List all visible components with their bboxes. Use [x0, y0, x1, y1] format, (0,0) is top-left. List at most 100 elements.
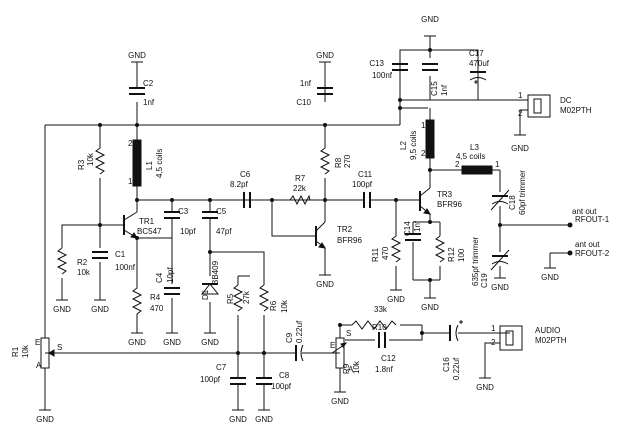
r1-pin-e: E — [35, 338, 40, 347]
resistor-r11: R11 470 — [371, 235, 402, 263]
potentiometer-r9[interactable]: E S A R9 10k — [330, 329, 361, 374]
r7-ref: R7 — [295, 174, 306, 183]
l2-core — [425, 119, 435, 159]
r11-value: 470 — [381, 246, 390, 260]
ground-label: GND — [476, 383, 494, 392]
wire-decoupling-top — [399, 50, 479, 58]
r8-ref: R8 — [334, 157, 343, 168]
dc-connector-socket — [533, 98, 542, 114]
ground-label: GND — [421, 15, 439, 24]
wire-tr2-base — [271, 200, 316, 237]
wire-c12 — [345, 325, 423, 341]
ground-symbol-r2: GND — [53, 299, 71, 314]
ground-label: GND — [91, 305, 109, 314]
capacitor-c12: C12 1.8nf — [375, 332, 396, 374]
r6-ref: R6 — [269, 300, 278, 311]
wire-r12-c14 — [412, 221, 441, 298]
c4-ref: C4 — [155, 272, 164, 283]
l3-core — [461, 165, 493, 175]
capacitor-c2: C2 1nf — [129, 79, 155, 107]
l1-pin-1: 1 — [128, 177, 133, 186]
ground-label: GND — [255, 415, 273, 424]
ground-label: GND — [163, 338, 181, 347]
l1-ref: L1 — [145, 161, 154, 170]
c17-value: 470uf — [469, 59, 490, 68]
resistor-r12: R12 100 — [434, 235, 466, 263]
resistor-r6: R6 10k — [258, 284, 289, 313]
antenna-output-1[interactable]: ant out RFOUT-1 — [567, 207, 610, 228]
capacitor-c11: C11 100pf — [352, 170, 376, 208]
c1-value: 100nf — [115, 263, 136, 272]
trimmer-c19[interactable]: C19 635pf trimmer — [471, 236, 510, 288]
resistor-r5: R5 27k — [226, 284, 251, 312]
antenna-output-2[interactable]: ant out RFOUT-2 — [567, 240, 610, 258]
resistor-r3: R3 10k — [77, 147, 106, 175]
c12-value: 1.8nf — [375, 365, 394, 374]
junction — [262, 351, 266, 355]
junction — [398, 106, 402, 110]
dc-connector[interactable]: 1 2 DC M02PTH — [518, 91, 592, 118]
c19-value: 635pf trimmer — [471, 236, 480, 286]
c14-value: 1nf — [413, 220, 422, 232]
capacitor-c16: C16 0.22uf — [442, 320, 463, 380]
r1-ref: R1 — [11, 346, 20, 357]
r1-pin-s: S — [57, 343, 62, 352]
c1-ref: C1 — [115, 250, 126, 259]
c3-ref: C3 — [178, 207, 189, 216]
tr3-ref: TR3 — [437, 190, 453, 199]
junction — [98, 123, 102, 127]
wire-varactor-bias — [210, 251, 265, 285]
potentiometer-r1[interactable]: E S A R1 10k — [11, 337, 62, 370]
junction — [398, 98, 402, 102]
audio-connector[interactable]: 1 2 AUDIO M02PTH — [491, 324, 567, 351]
c14-ref: C14 — [403, 221, 412, 236]
c15-value: 1nf — [440, 84, 449, 96]
ground-label: GND — [511, 144, 529, 153]
junction — [428, 220, 432, 224]
capacitor-c17: C17 470uf — [469, 49, 490, 84]
r9-ref: R9 — [342, 363, 351, 374]
r1-value: 10k — [21, 344, 30, 358]
r6-value: 10k — [280, 299, 289, 313]
ant1-net: RFOUT-1 — [575, 215, 610, 224]
r3-ref: R3 — [77, 159, 86, 170]
junction — [323, 123, 327, 127]
c8-value: 100pf — [271, 382, 292, 391]
transistor-tr1: TR1 BC547 — [123, 211, 162, 239]
r9-body — [335, 337, 345, 369]
r9-pin-s: S — [346, 329, 351, 338]
capacitor-c7: C7 100pf — [200, 363, 246, 392]
r12-value: 100 — [457, 248, 466, 262]
r8-value: 270 — [343, 154, 352, 168]
junction — [498, 223, 502, 227]
junction — [394, 198, 398, 202]
ground-symbol-r1: GND — [36, 409, 54, 424]
l1-core — [132, 139, 142, 187]
r12-ref: R12 — [447, 247, 456, 262]
junction — [428, 278, 432, 282]
l3-value: 4,5 coils — [456, 152, 485, 161]
c3-value: 10pf — [180, 227, 196, 236]
capacitor-c1: C1 100nf — [92, 250, 136, 272]
dc-connector-name: DC — [560, 96, 572, 105]
junction — [420, 331, 424, 335]
r11-ref: R11 — [371, 247, 380, 262]
trimmer-c18[interactable]: C18 60pf trimmer — [490, 170, 527, 215]
resistor-r2: R2 10k — [56, 247, 91, 277]
inductor-l1: 2 1 L1 4,5 coils — [128, 139, 164, 187]
ant1-name: ant out — [572, 207, 597, 216]
transistor-tr3: TR3 BFR96 — [419, 187, 462, 215]
ground-symbol-c1: GND — [91, 299, 109, 314]
ground-label: GND — [331, 397, 349, 406]
c19-ref: C19 — [480, 273, 489, 288]
c9-ref: C9 — [285, 332, 294, 343]
capacitor-c15: C15 1nf — [422, 63, 449, 96]
c12-ref: C12 — [381, 354, 396, 363]
ground-symbol-tr2: GND — [316, 274, 334, 289]
l1-value: 4,5 coils — [155, 149, 164, 178]
capacitor-c13: C13 100nf — [369, 59, 408, 80]
junction — [135, 198, 139, 202]
r5-ref: R5 — [226, 293, 235, 304]
ground-symbol-c19: GND — [491, 277, 509, 292]
ground-symbol-c10: GND — [316, 51, 334, 63]
